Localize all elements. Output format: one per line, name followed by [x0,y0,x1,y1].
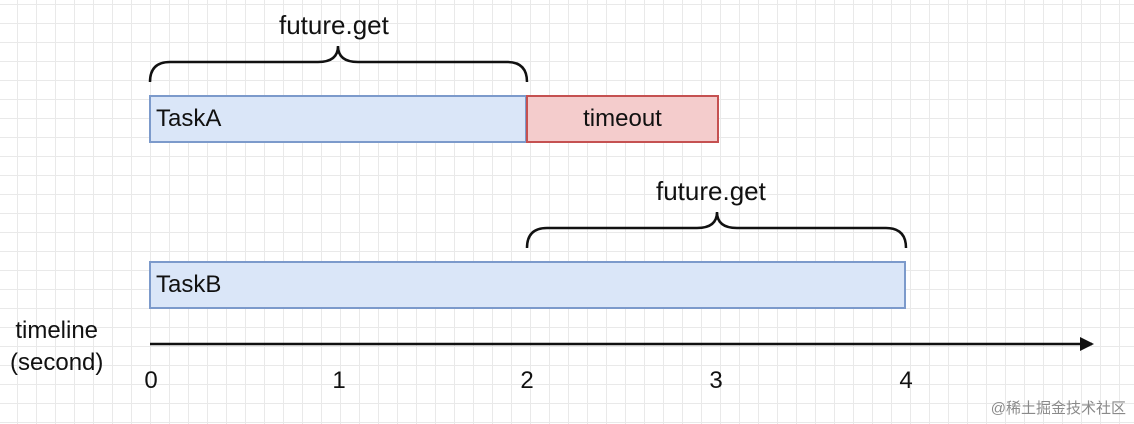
tick-label-1: 1 [332,367,346,394]
timeout-label: timeout [583,105,662,132]
timeout-bar: timeout [526,95,719,143]
task-b-bar: TaskB [149,261,906,309]
task-b-label: TaskB [156,271,222,298]
top-brace [148,45,529,83]
future-get-label-top: future.get [279,10,389,40]
tick-label-2: 2 [520,367,534,394]
axis-label: timeline (second) [10,315,103,379]
axis-label-line1: timeline [15,317,99,344]
axis-label-line2: (second) [10,349,104,376]
tick-label-0: 0 [144,367,158,394]
tick-label-3: 3 [709,367,723,394]
task-a-label: TaskA [156,105,222,132]
watermark: @稀土掘金技术社区 [990,400,1126,417]
tick-label-4: 4 [899,367,913,394]
future-get-label-middle: future.get [656,176,766,206]
middle-brace [525,211,908,249]
task-a-bar: TaskA [149,95,527,143]
